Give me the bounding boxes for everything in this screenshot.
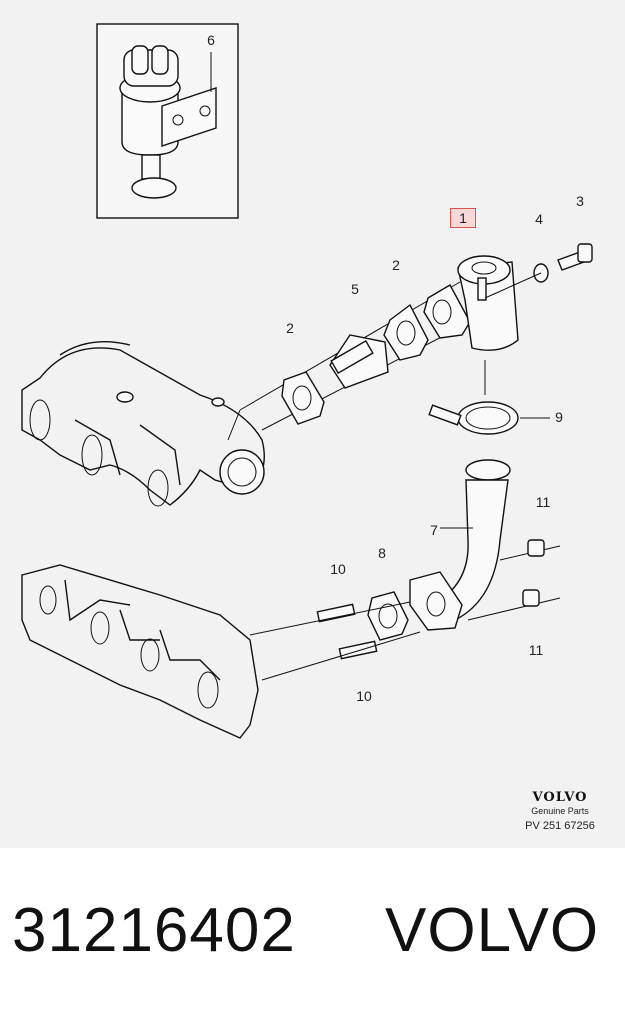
callout-2-upper[interactable]: 2 <box>392 257 400 273</box>
gasket-and-studs <box>249 591 421 681</box>
callout-8[interactable]: 8 <box>378 545 386 561</box>
egr-pipe-assembly <box>239 243 593 431</box>
flex-pipe <box>409 459 561 631</box>
callout-2-lower[interactable]: 2 <box>286 320 294 336</box>
callout-5[interactable]: 5 <box>351 281 359 297</box>
exhaust-manifold-lower <box>21 564 259 739</box>
callout-11-upper[interactable]: 11 <box>535 494 551 510</box>
callout-6[interactable]: 6 <box>207 32 215 48</box>
footer <box>0 848 625 1018</box>
part-number: 31216402 <box>12 896 296 965</box>
exhaust-manifold-upper <box>21 340 265 507</box>
parts-diagram: 1 2 2 3 4 5 6 7 8 9 10 10 11 11 VOLVO Ge… <box>0 0 625 848</box>
callout-1[interactable]: 1 <box>450 208 476 228</box>
callout-3[interactable]: 3 <box>576 193 584 209</box>
pv-code: PV 251 67256 <box>525 820 595 832</box>
callout-10-upper[interactable]: 10 <box>330 561 346 577</box>
brand-name: VOLVO <box>385 896 600 965</box>
brand-logo: VOLVO <box>532 790 588 805</box>
callout-9[interactable]: 9 <box>555 409 563 425</box>
callout-7[interactable]: 7 <box>430 522 438 538</box>
callout-11-lower[interactable]: 11 <box>528 642 544 658</box>
brand-subtitle: Genuine Parts <box>531 806 589 816</box>
callout-10-lower[interactable]: 10 <box>356 688 372 704</box>
callout-4[interactable]: 4 <box>535 211 543 227</box>
nuts <box>522 539 545 607</box>
inset-box <box>96 23 239 219</box>
brand-block: VOLVO Genuine Parts PV 251 67256 <box>510 790 610 832</box>
exploded-view-drawing <box>21 23 593 739</box>
clamp <box>428 401 550 435</box>
